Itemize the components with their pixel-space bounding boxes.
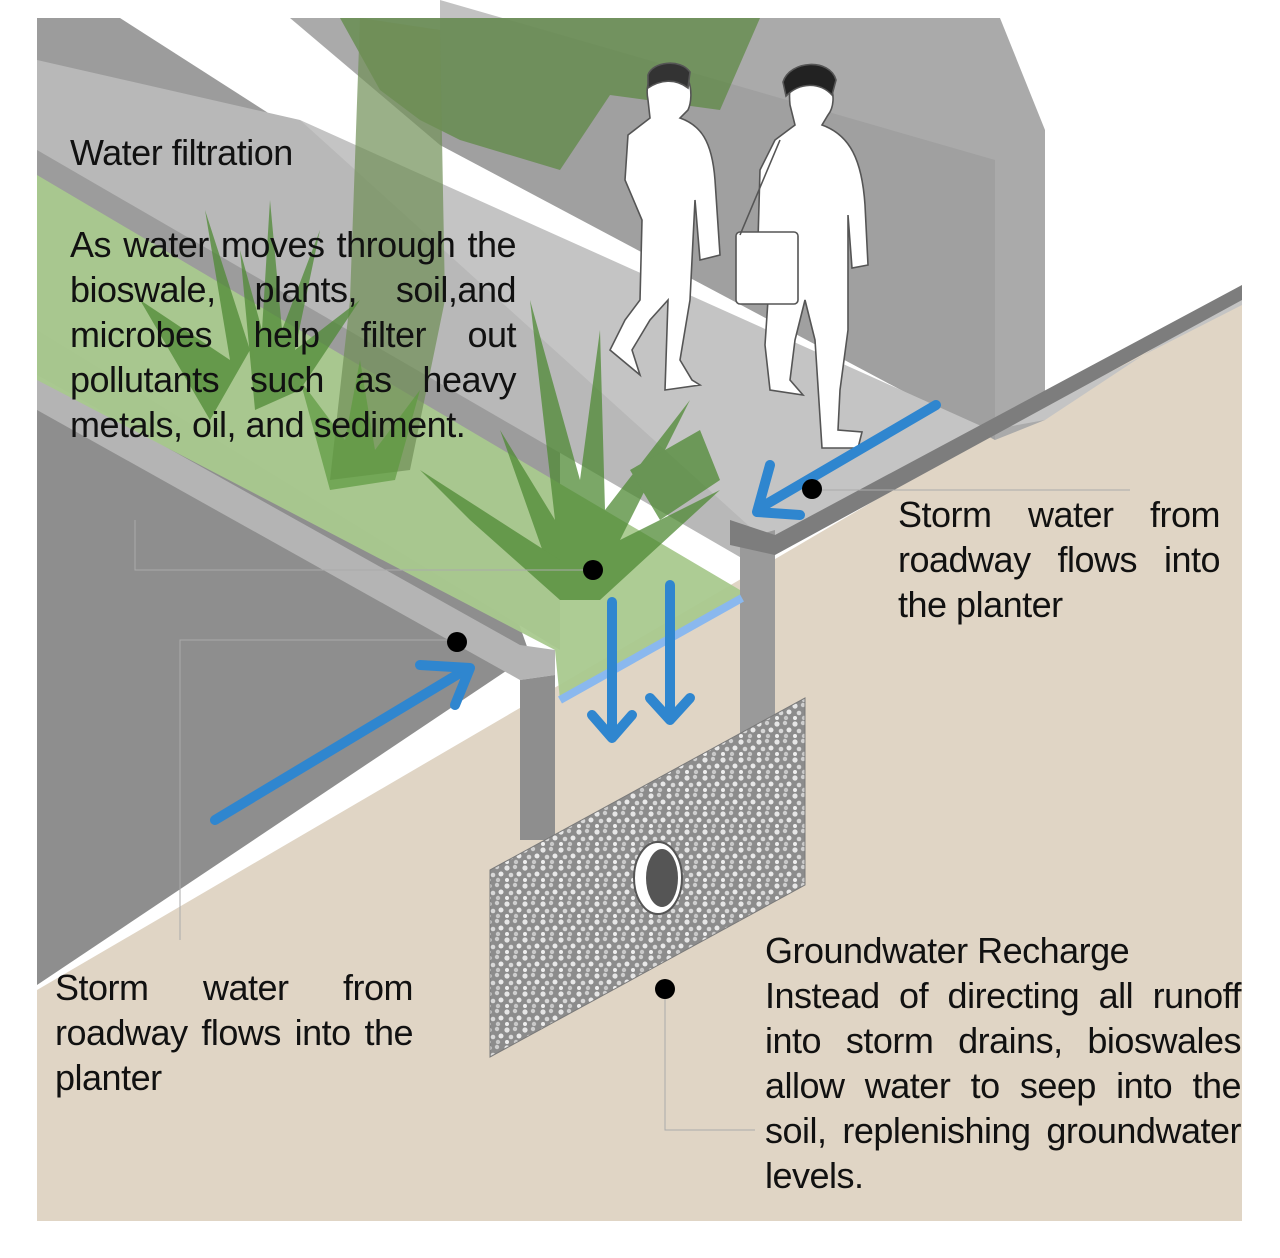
groundwater-recharge-title: Groundwater Recharge	[765, 928, 1235, 973]
drain-pipe-icon	[634, 842, 682, 914]
left-curb-wall	[520, 675, 555, 840]
groundwater-recharge-body: Instead of directing all runoff into sto…	[765, 973, 1241, 1198]
storm-water-left-label: Storm water from roadway flows into the …	[55, 965, 413, 1100]
water-filtration-title: Water filtration	[70, 130, 530, 175]
water-filtration-body: As water moves through the bioswale, pla…	[70, 222, 516, 447]
right-curb	[740, 530, 775, 735]
storm-water-right-label: Storm water from roadway flows into the …	[898, 492, 1220, 627]
